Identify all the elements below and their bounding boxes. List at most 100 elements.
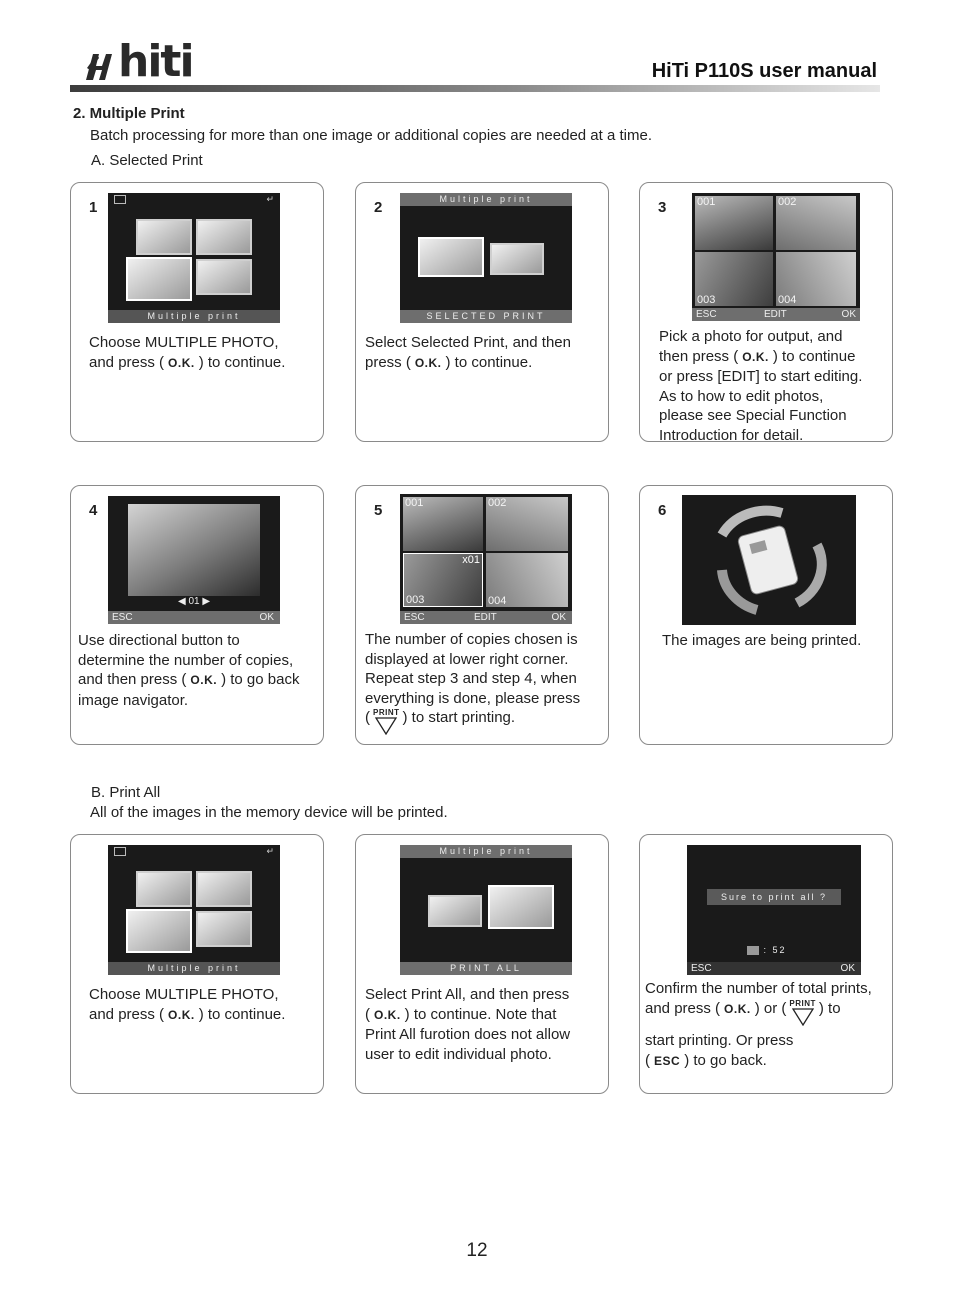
return-icon: ↵ xyxy=(266,846,274,856)
desc-line: ) or ( xyxy=(754,999,787,1017)
header-rule xyxy=(70,85,880,92)
desc-line: ( xyxy=(365,1005,370,1023)
copies-selector: ◀ 01 ▶ xyxy=(108,596,280,607)
selected-photo xyxy=(128,504,260,596)
multiple-print-screen: Multiple print PRINT ALL xyxy=(400,845,572,975)
ok-key-icon: O.K. xyxy=(414,355,442,370)
edit-label: EDIT xyxy=(764,309,787,320)
print-count-value: : 52 xyxy=(763,945,787,955)
card-slot-icon xyxy=(114,847,126,856)
desc-line: Introduction for detail. xyxy=(659,426,804,444)
esc-label: ESC xyxy=(691,963,712,974)
screen-caption: PRINT ALL xyxy=(400,962,572,975)
section-intro: Batch processing for more than one image… xyxy=(90,127,653,144)
subsection-b-desc: All of the images in the memory device w… xyxy=(90,804,448,821)
desc-line: and press ( xyxy=(645,999,721,1017)
desc-line: ) to continue. Note that xyxy=(404,1005,557,1023)
desc-line: ) to go back. xyxy=(684,1051,767,1069)
step-description: Select Print All, and then press (O.K.) … xyxy=(365,985,570,1064)
desc-line: and press ( xyxy=(89,1005,165,1023)
step-card-1: 1 ↵ Multiple print Choose MULTIPLE PHOTO… xyxy=(70,182,324,442)
edit-label: EDIT xyxy=(474,612,497,623)
thumbnail: 004 xyxy=(486,553,568,607)
ok-key-icon: O.K. xyxy=(374,1007,401,1022)
thumbnail-grid-screen: 001 002 003 004 ESC EDIT OK xyxy=(692,193,860,321)
desc-line: then press ( xyxy=(659,347,739,365)
desc-line: and then press ( xyxy=(78,671,187,688)
copies-value: 01 xyxy=(188,596,200,607)
print-key-icon: PRINT xyxy=(373,708,400,741)
section-title: 2. Multiple Print xyxy=(73,105,185,122)
desc-line: or press [EDIT] to start editing. xyxy=(659,368,863,385)
ok-label: OK xyxy=(259,612,274,623)
ok-label: OK xyxy=(840,963,855,974)
step-description: Choose MULTIPLE PHOTO, and press (O.K.) … xyxy=(89,333,285,373)
ok-key-icon: O.K. xyxy=(742,349,769,364)
desc-line: Confirm the number of total prints, xyxy=(645,980,872,997)
thumbnail-label: 001 xyxy=(697,196,716,208)
ok-key-icon: O.K. xyxy=(168,1007,195,1022)
screen-caption: SELECTED PRINT xyxy=(400,310,572,323)
printing-animation-icon xyxy=(717,505,827,615)
step-number: 4 xyxy=(89,502,98,519)
desc-line: please see Special Function xyxy=(659,407,847,424)
settings-gear-icon xyxy=(196,911,252,947)
desc-line: and press ( xyxy=(89,353,165,371)
desc-line: The number of copies chosen is xyxy=(365,631,578,648)
desc-line: The images are being printed. xyxy=(662,632,862,649)
hiti-logo: hiti xyxy=(84,36,195,87)
subsection-a-title: A. Selected Print xyxy=(91,152,203,169)
step-card-6: 6 The images are being printed. xyxy=(639,485,893,745)
step-card-2: 2 Multiple print SELECTED PRINT Select S… xyxy=(355,182,609,442)
step-description: Confirm the number of total prints, and … xyxy=(645,979,872,1071)
screen-title: Multiple print xyxy=(400,845,572,858)
screen-footer: ESC EDIT OK xyxy=(400,611,572,624)
thumbnail-label: 004 xyxy=(778,294,797,306)
copies-badge: x01 xyxy=(462,554,480,566)
desc-line: ) to continue. xyxy=(198,1005,286,1023)
screen-footer: ESC EDIT OK xyxy=(692,308,860,321)
printing-screen xyxy=(682,495,856,625)
thumbnail-label: 004 xyxy=(488,595,507,607)
desc-line: ) to go back xyxy=(221,671,300,688)
esc-label: ESC xyxy=(696,309,717,320)
thumbnail: 002 xyxy=(486,497,568,551)
desc-line: everything is done, please press xyxy=(365,689,581,707)
menu-screen: ↵ Multiple print xyxy=(108,193,280,323)
desc-line: determine the number of copies, xyxy=(78,651,294,669)
thumbnail-label: 002 xyxy=(488,497,507,509)
step-description: The number of copies chosen is displayed… xyxy=(365,630,580,741)
ok-key-icon: O.K. xyxy=(190,673,218,687)
brand-wordmark: hiti xyxy=(118,36,195,87)
step-description: Select Selected Print, and then press (O… xyxy=(365,333,571,373)
thumbnail: 003 xyxy=(695,252,773,306)
thumbnail-label: 002 xyxy=(778,196,797,208)
step-card-3: 3 001 002 003 004 ESC EDIT OK Pick a pho… xyxy=(639,182,893,444)
subsection-b-title: B. Print All xyxy=(91,784,161,801)
multiple-photo-icon xyxy=(126,909,192,953)
step-description: Choose MULTIPLE PHOTO, and press (O.K.) … xyxy=(89,985,285,1025)
print-all-card-2: Multiple print PRINT ALL Select Print Al… xyxy=(355,834,609,1094)
return-icon: ↵ xyxy=(266,194,274,204)
settings-gear-icon xyxy=(196,259,252,295)
step-description: Use directional button to determine the … xyxy=(78,631,299,710)
multiple-photo-icon xyxy=(126,257,192,301)
desc-line: ) to xyxy=(818,999,841,1017)
step-description: The images are being printed. xyxy=(662,631,861,651)
desc-line: press ( xyxy=(365,353,411,371)
esc-key-icon: ESC xyxy=(654,1053,681,1068)
step-card-4: 4 ◀ 01 ▶ ESC OK Use directional button t… xyxy=(70,485,324,745)
desc-line: Choose MULTIPLE PHOTO, xyxy=(89,986,279,1003)
print-all-card-1: ↵ Multiple print Choose MULTIPLE PHOTO, … xyxy=(70,834,324,1094)
menu-screen: ↵ Multiple print xyxy=(108,845,280,975)
desc-line: Repeat step 3 and step 4, when xyxy=(365,670,577,687)
desc-line: ) to continue xyxy=(772,347,856,365)
screen-title: Multiple print xyxy=(400,193,572,206)
thumbnail: 001 xyxy=(695,196,773,250)
right-arrow-icon: ▶ xyxy=(202,596,211,607)
confirm-dialog: Sure to print all ? xyxy=(707,889,841,905)
esc-label: ESC xyxy=(404,612,425,623)
selected-print-icon xyxy=(418,237,484,277)
desc-line: ( xyxy=(645,1051,650,1069)
thumbnail: 001 xyxy=(403,497,483,551)
